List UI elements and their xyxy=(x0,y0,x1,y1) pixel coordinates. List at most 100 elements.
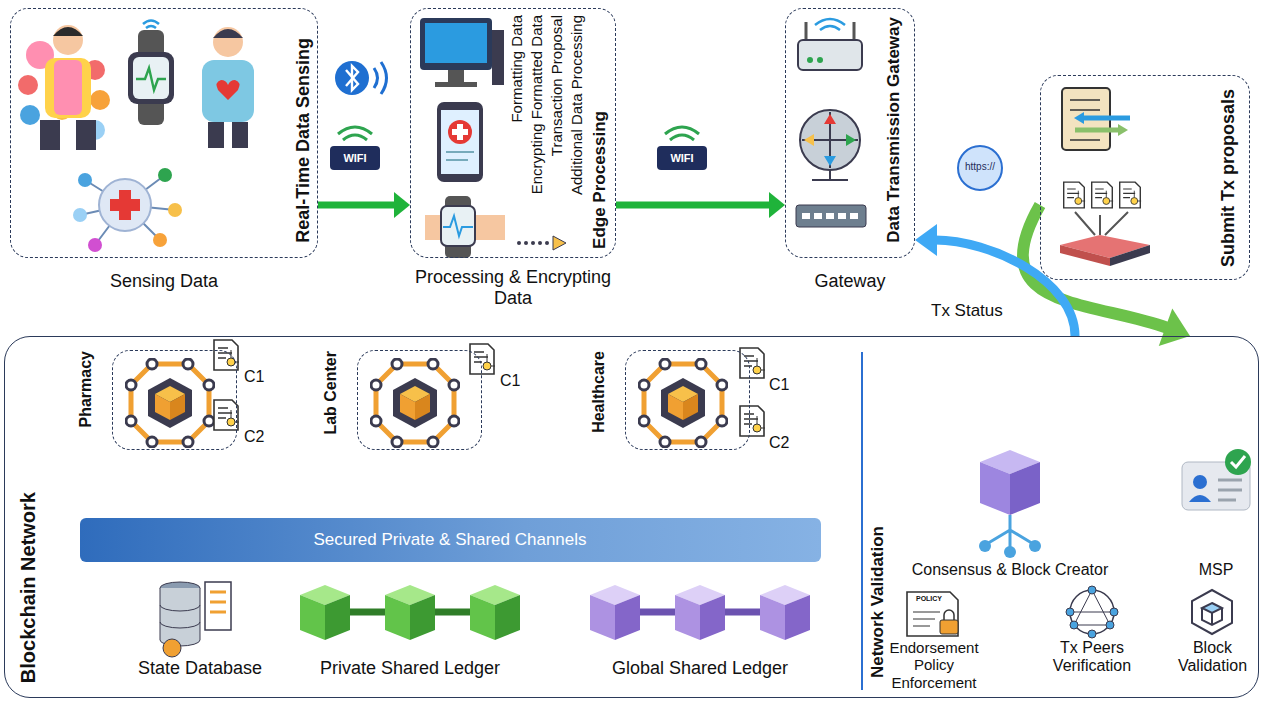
medical-hub xyxy=(153,233,167,247)
switch-icon xyxy=(802,213,858,219)
medical-hub xyxy=(88,238,102,252)
org-box: Healthcare xyxy=(625,350,750,450)
global-ledger-chain xyxy=(675,585,725,640)
hub-icon xyxy=(824,114,836,124)
person-with-sensors xyxy=(53,27,83,36)
msp-id-icon xyxy=(1231,456,1245,467)
validation-label: Block Validation xyxy=(1165,639,1260,676)
swap-document-icon xyxy=(1062,88,1130,150)
person-with-sensors xyxy=(90,90,110,110)
wifi-label: WIFI xyxy=(657,146,707,170)
flow-arrow xyxy=(616,192,785,218)
peers-network-icon xyxy=(1070,590,1114,625)
computer-icon xyxy=(420,18,492,70)
validation-label: MSP xyxy=(1180,561,1252,579)
router-icon xyxy=(798,19,862,70)
bluetooth-icon xyxy=(374,62,387,94)
block-validation-icon xyxy=(1202,603,1222,613)
smartwatch xyxy=(133,57,169,99)
medical-hub xyxy=(110,190,140,220)
global-ledger-chain xyxy=(760,585,810,640)
swap-document-icon xyxy=(1118,124,1128,136)
person-with-sensors xyxy=(45,58,91,118)
smartwatch xyxy=(128,21,174,126)
msp-id-icon xyxy=(1182,449,1251,510)
icon-text: POLICY xyxy=(909,595,949,603)
protocol-label: https:// xyxy=(958,161,1002,173)
chaincode-label: C2 xyxy=(244,428,264,446)
gateway-box: Data Transmission GatewayGateway xyxy=(785,8,915,258)
switch-icon xyxy=(850,213,858,219)
medical-hub xyxy=(73,208,87,222)
submit-tray-icon xyxy=(1092,182,1113,208)
router-icon xyxy=(815,19,845,30)
dotted-arrow xyxy=(517,241,521,245)
node-text: Formatting Data xyxy=(508,15,525,123)
peers-network-icon xyxy=(1066,608,1074,616)
flow-arrow xyxy=(1023,205,1168,328)
submit-box: Submit Tx proposals xyxy=(1040,75,1250,280)
node-text: Edge Processing xyxy=(590,111,610,249)
swap-document-icon xyxy=(1074,112,1084,124)
peers-network-icon xyxy=(1066,586,1118,638)
node-text: Encrypting Formatted Data xyxy=(528,15,545,194)
validation-label: Endorsement Policy Enforcement xyxy=(875,639,993,691)
submit-tray-icon xyxy=(1120,182,1141,208)
bluetooth-icon xyxy=(335,61,369,95)
node-heading: Pharmacy xyxy=(77,351,95,428)
hub-icon xyxy=(812,170,848,180)
database-icon xyxy=(160,605,200,628)
chaincode-label: C1 xyxy=(500,372,520,390)
person-with-sensors xyxy=(40,120,60,150)
consensus-icon xyxy=(985,515,1035,550)
wrist-watch-icon xyxy=(443,216,473,236)
dotted-arrow xyxy=(524,241,528,245)
node-text: Secured Private & Shared Channels xyxy=(80,518,821,562)
block-validation-icon xyxy=(1202,608,1222,625)
phone-icon xyxy=(448,120,472,144)
hub-icon xyxy=(802,112,858,168)
computer-icon xyxy=(420,18,504,87)
private-ledger-chain xyxy=(300,585,350,640)
msp-id-icon xyxy=(1218,480,1242,500)
policy-document-icon xyxy=(907,592,958,636)
smartwatch xyxy=(143,21,159,29)
wifi-arcs xyxy=(338,127,699,140)
submit-tray-icon xyxy=(1060,182,1150,266)
person-with-sensors xyxy=(18,75,38,95)
divider-line xyxy=(861,352,863,690)
person-with-sensors xyxy=(53,25,83,55)
phone-icon xyxy=(452,124,468,140)
chaincode-label: C2 xyxy=(769,434,789,452)
peers-network-icon xyxy=(1088,586,1096,594)
flow-arrow xyxy=(915,224,1075,336)
swap-document-icon xyxy=(1075,128,1120,133)
node-heading: Sensing Data xyxy=(11,271,317,292)
chaincode-icon xyxy=(470,344,495,374)
validation-label: Tx Peers Verification xyxy=(1036,639,1148,676)
node-text: Additional Data Processing xyxy=(568,15,585,195)
consensus-icon xyxy=(1029,540,1041,552)
peer-network-icon xyxy=(639,359,727,447)
medical-hub xyxy=(168,203,182,217)
validation-label: Consensus & Block Creator xyxy=(885,561,1135,579)
flow-arrow xyxy=(935,240,1075,336)
person-with-sensors xyxy=(76,120,96,150)
policy-document-icon xyxy=(940,620,958,634)
wrist-watch-icon xyxy=(425,196,505,258)
switch-icon xyxy=(838,213,846,219)
database-icon xyxy=(205,582,231,630)
database-icon xyxy=(160,582,231,657)
dotted-arrow xyxy=(531,241,535,245)
database-icon xyxy=(210,592,226,612)
consensus-icon xyxy=(979,450,1041,558)
wifi-arcs xyxy=(665,127,699,140)
chaincode-icon xyxy=(740,348,765,378)
computer-icon xyxy=(492,30,504,85)
ledger-label: Global Shared Ledger xyxy=(590,658,810,679)
chaincode-label: C1 xyxy=(769,376,789,394)
edge-label: Tx Status xyxy=(928,300,1006,322)
medical-hub xyxy=(78,173,92,187)
